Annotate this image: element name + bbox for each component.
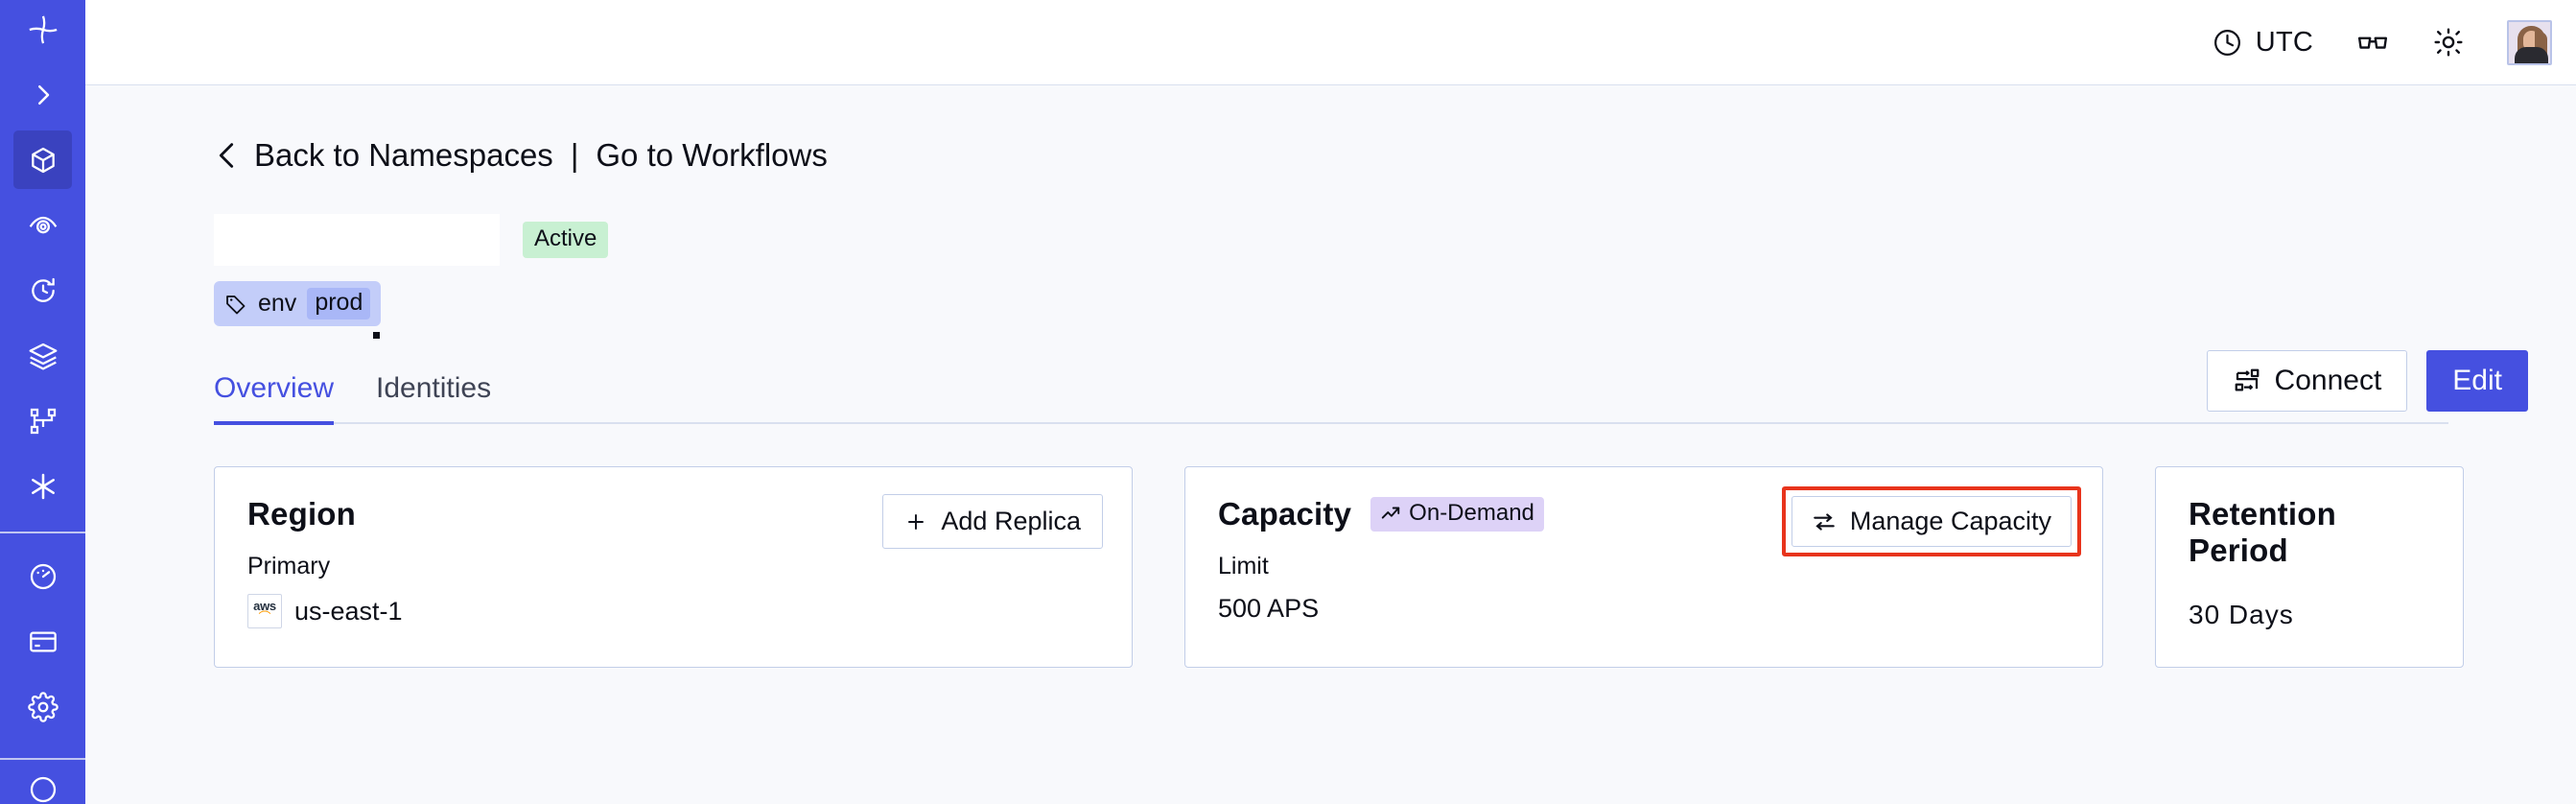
retention-card-header: Retention Period [2189, 496, 2432, 569]
retention-value: 30 Days [2189, 600, 2294, 629]
clock-icon [2212, 27, 2243, 59]
sidebar-item-workflows[interactable] [13, 391, 72, 450]
tab-overview[interactable]: Overview [214, 372, 335, 425]
tag-env[interactable]: env prod [214, 281, 382, 326]
tab-identities[interactable]: Identities [376, 372, 491, 425]
add-replica-label: Add Replica [941, 507, 1081, 535]
sidebar-divider [0, 532, 85, 533]
sidebar-item-batch-operations[interactable] [13, 457, 72, 515]
retention-card: Retention Period 30 Days [2155, 466, 2464, 668]
sidebar-item-help[interactable] [13, 760, 72, 804]
eye-icon [28, 210, 59, 241]
tag-value: prod [307, 288, 371, 319]
aws-logo-icon: aws⌒ [247, 594, 282, 628]
add-replica-button[interactable]: Add Replica [882, 494, 1103, 549]
gauge-icon [28, 561, 59, 592]
sidebar-item-schedules[interactable] [13, 326, 72, 385]
region-card-title: Region [247, 496, 357, 532]
asterisk-icon [28, 471, 59, 502]
timezone-label: UTC [2255, 26, 2313, 58]
sidebar-item-namespaces[interactable] [13, 130, 72, 189]
timezone-selector[interactable]: UTC [2212, 27, 2313, 59]
avatar[interactable] [2507, 19, 2552, 65]
layers-icon [28, 341, 59, 371]
theme-toggle-button[interactable] [2432, 26, 2465, 59]
logo-icon[interactable] [13, 0, 72, 59]
header-actions: Connect Edit [2206, 350, 2528, 412]
manage-capacity-button[interactable]: Manage Capacity [1791, 496, 2072, 547]
cube-icon [28, 145, 59, 176]
edit-button[interactable]: Edit [2426, 350, 2528, 412]
tab-overview-label: Overview [214, 372, 335, 404]
capacity-limit-value: 500 APS [1218, 594, 1320, 623]
namespace-title-row: Active [214, 214, 2528, 266]
capacity-mode-badge: On-Demand [1370, 496, 1544, 532]
tag-key: env [258, 290, 297, 317]
branch-icon [28, 406, 59, 437]
main-area: UTC [85, 0, 2576, 804]
go-to-workflows-link[interactable]: Go to Workflows [596, 137, 828, 173]
title-period-dot [373, 332, 380, 339]
sidebar-item-recent[interactable] [13, 261, 72, 319]
capacity-mode-label: On-Demand [1409, 499, 1534, 526]
sidebar-item-billing[interactable] [13, 612, 72, 671]
sidebar-item-observability[interactable] [13, 196, 72, 254]
tag-icon [224, 293, 247, 316]
retention-card-title: Retention Period [2189, 496, 2336, 568]
region-card: Region Add Replica Primary [214, 466, 1133, 668]
billing-card-icon [28, 627, 59, 657]
capacity-card-title: Capacity [1218, 496, 1352, 532]
left-sidebar [0, 0, 85, 804]
sidebar-item-usage[interactable] [13, 547, 72, 605]
chevron-left-icon[interactable] [214, 139, 239, 172]
tab-bar: Overview Identities [214, 372, 2448, 425]
region-primary-label: Primary [247, 553, 331, 579]
page-title [214, 214, 500, 266]
breadcrumb: Back to Namespaces | Go to Workflows [214, 137, 2528, 174]
capacity-limit-label: Limit [1218, 553, 1269, 579]
region-primary-value-row: aws⌒ us-east-1 [247, 594, 1101, 628]
overview-cards: Region Add Replica Primary [214, 466, 2528, 668]
breadcrumb-separator: | [570, 137, 579, 173]
tab-identities-label: Identities [376, 372, 492, 404]
manage-capacity-label: Manage Capacity [1849, 507, 2051, 535]
plus-icon [904, 510, 927, 533]
status-badge: Active [523, 221, 609, 259]
sliders-icon [1812, 509, 1837, 534]
region-card-header: Region [247, 496, 1101, 532]
data-encoder-button[interactable] [2355, 25, 2390, 59]
capacity-card: Capacity On-Demand [1184, 466, 2103, 668]
glasses-icon [2355, 25, 2390, 59]
sun-icon [2432, 26, 2465, 59]
capacity-card-header: Capacity On-Demand [1218, 496, 2072, 532]
trend-up-icon [1380, 503, 1401, 524]
connect-icon [2233, 367, 2261, 395]
history-icon [28, 275, 59, 306]
namespace-tags: env prod [214, 281, 2528, 326]
add-replica-wrapper: Add Replica [882, 494, 1103, 549]
sidebar-divider-bottom [0, 758, 85, 760]
sidebar-item-settings[interactable] [13, 677, 72, 736]
region-primary-value: us-east-1 [294, 596, 403, 626]
manage-capacity-highlight: Manage Capacity [1781, 486, 2081, 556]
edit-button-label: Edit [2452, 365, 2502, 396]
gear-icon [27, 691, 59, 722]
top-bar: UTC [85, 0, 2576, 85]
chevron-right-icon[interactable] [13, 65, 72, 124]
connect-button-label: Connect [2274, 365, 2382, 396]
back-to-namespaces-link[interactable]: Back to Namespaces [254, 137, 553, 173]
page-content: Back to Namespaces | Go to Workflows Act… [85, 85, 2576, 804]
connect-button[interactable]: Connect [2206, 350, 2408, 412]
